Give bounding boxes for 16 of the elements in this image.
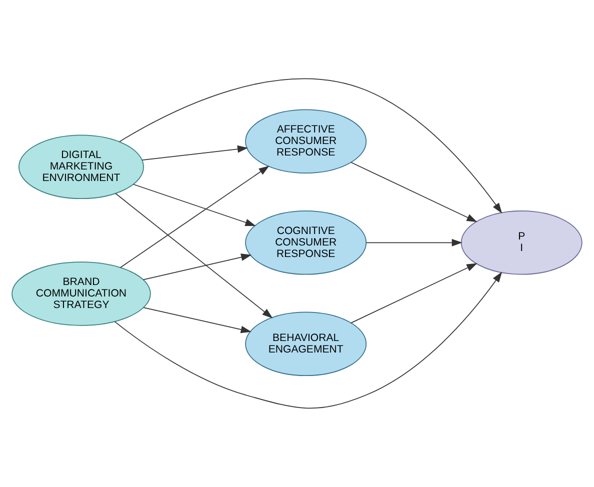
node-ellipse: BRAND COMMUNICATION STRATEGY [12, 262, 151, 326]
arrow [115, 192, 273, 318]
arrow [366, 238, 462, 246]
arrow [143, 307, 252, 334]
arrow [118, 78, 502, 214]
arrow [114, 272, 502, 409]
arrow [350, 162, 478, 222]
arrow [142, 145, 248, 160]
node-ellipse: AFFECTIVE CONSUMER RESPONSE [245, 109, 367, 174]
node-ellipse: DIGITAL MARKETING ENVIRONMENT [18, 134, 144, 200]
node-ellipse: BEHAVIORAL ENGAGEMENT [245, 312, 367, 376]
arrow [350, 263, 478, 324]
arrow [133, 184, 256, 226]
arrow [142, 254, 252, 280]
arrow [120, 166, 270, 268]
node-ellipse: P I [460, 210, 582, 275]
